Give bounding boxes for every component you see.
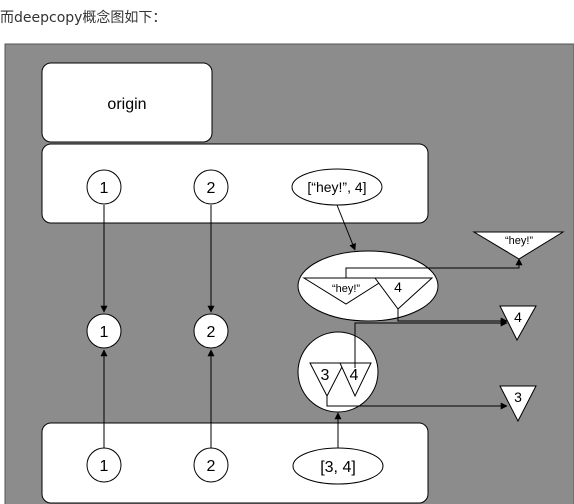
- arrow-copy-3-ref: [326, 396, 508, 410]
- copy-cell-4-label: 4: [350, 367, 359, 384]
- origin-cell-4: [374, 277, 434, 310]
- shared-value-1-circle: [86, 313, 122, 349]
- value-3-triangle: [499, 385, 537, 423]
- value-hey-triangle: [472, 231, 565, 260]
- value-hey-label: “hey!”: [505, 235, 533, 247]
- copy-cell-3-label: 3: [321, 367, 330, 384]
- arrow-origin-4-ref: [397, 309, 508, 325]
- copy-cell-3: [309, 362, 345, 398]
- shared-value-2-circle: [193, 313, 229, 349]
- arrow-origin-hey-ref: [345, 258, 523, 278]
- copy-item-2: 2: [207, 458, 216, 475]
- arrow-copy-4-ref: [354, 319, 508, 368]
- value-3-label: 3: [514, 389, 522, 405]
- origin-label: origin: [107, 96, 146, 113]
- origin-item-2: 2: [207, 180, 216, 197]
- copy-item-1: 1: [100, 458, 109, 475]
- shared-value-1: 1: [100, 324, 109, 341]
- shared-value-2: 2: [207, 324, 216, 341]
- origin-cell-4-label: 4: [394, 279, 402, 295]
- origin-label-box: [41, 62, 213, 143]
- origin-item-list: [“hey!”, 4]: [307, 179, 366, 195]
- origin-item-2-circle: [193, 169, 229, 205]
- origin-item-1: 1: [100, 180, 109, 197]
- value-4-triangle: [499, 305, 537, 342]
- origin-item-1-circle: [86, 169, 122, 205]
- arrow-origin-list-ref: [336, 204, 356, 251]
- value-4-label: 4: [514, 309, 522, 325]
- origin-cell-hey-label: “hey!”: [332, 283, 360, 295]
- caption-text: 而deepcopy概念图如下：: [0, 10, 167, 26]
- copy-item-list: [3, 4]: [320, 459, 356, 476]
